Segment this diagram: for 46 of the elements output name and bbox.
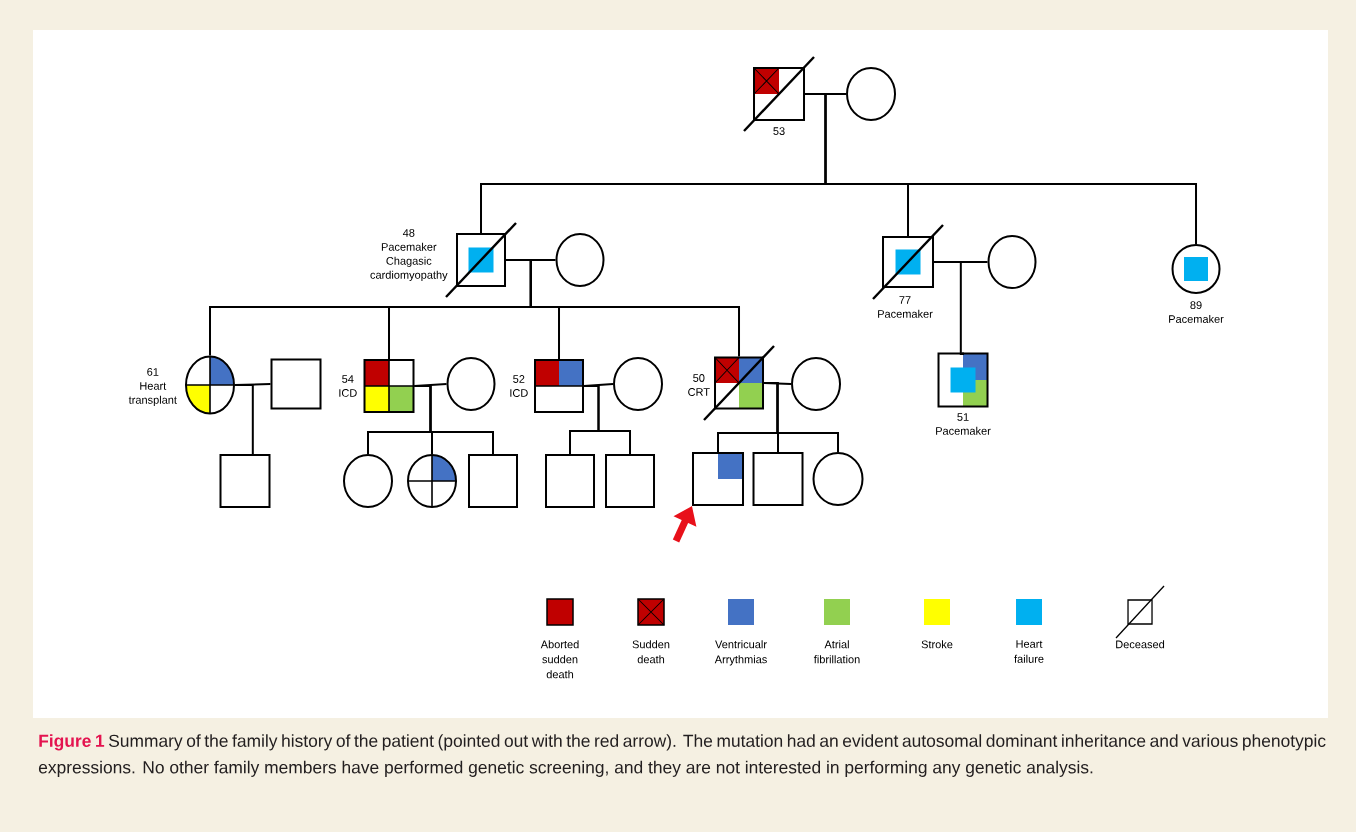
individual-symbol: [343, 454, 393, 508]
individual-symbol: [534, 359, 584, 413]
individual-note: 51 Pacemaker: [936, 413, 991, 435]
descent-line: [933, 261, 964, 355]
individual-symbol: [468, 454, 518, 508]
caption: Figure 1 Summary of the family history of the patient (pointed out with the red arrow). The mutation had an evident autosomal dominant inheritance and various phenotypic expressions. No other family members have performed genetic screening, and they are not interested in performing any genetic analysis.: [38, 734, 1326, 777]
individual-note: 48 Pacemaker Chagasic cardiomyopathy: [370, 229, 448, 281]
legend-label: Heart failure: [1014, 640, 1044, 663]
individual-symbol: [812, 452, 864, 506]
descent-line: [505, 259, 740, 358]
individual-symbol: [692, 452, 744, 506]
individual-symbol: [752, 452, 804, 506]
descent-line: [234, 384, 254, 456]
individual-note: 61 Heart transplant: [128, 368, 177, 406]
individual-symbol: [937, 352, 989, 408]
individual-symbol: [613, 357, 663, 411]
individual-symbol: [407, 454, 457, 508]
individual-note: 77 Pacemaker: [878, 296, 933, 318]
individual-symbol: [545, 454, 595, 508]
descent-line: [763, 382, 839, 453]
individual-note: 89 Pacemaker: [1169, 301, 1224, 323]
individual-symbol: [555, 233, 605, 287]
individual-symbol: [270, 358, 322, 410]
individual-symbol: [605, 454, 655, 508]
individual-note: 52 ICD: [510, 375, 528, 397]
individual-symbol: [846, 67, 896, 121]
individual-note: 50 CRT: [688, 374, 710, 396]
individual-symbol: [791, 357, 841, 411]
legend-label: Ventricualr Arrythmias: [714, 640, 767, 666]
legend-label: Stroke: [921, 640, 953, 649]
individual-symbol: [363, 359, 415, 413]
legend-label: Deceased: [1116, 640, 1165, 649]
couple-line: [413, 383, 448, 387]
individual-symbol: [446, 357, 496, 411]
individual-symbol: [1171, 244, 1221, 294]
legend-label: Aborted sudden death: [540, 640, 579, 679]
individual-note: 53: [773, 127, 785, 135]
individual-symbol: [219, 454, 271, 508]
individual-symbol: [987, 235, 1037, 289]
legend-label: Sudden death: [632, 640, 670, 664]
descent-line: [583, 385, 631, 455]
descent-line: [804, 93, 1197, 245]
individual-symbol: [185, 355, 235, 415]
legend-label: Atrial fibrillation: [813, 640, 860, 664]
descent-line: [413, 385, 494, 455]
individual-note: 54 ICD: [339, 375, 357, 397]
